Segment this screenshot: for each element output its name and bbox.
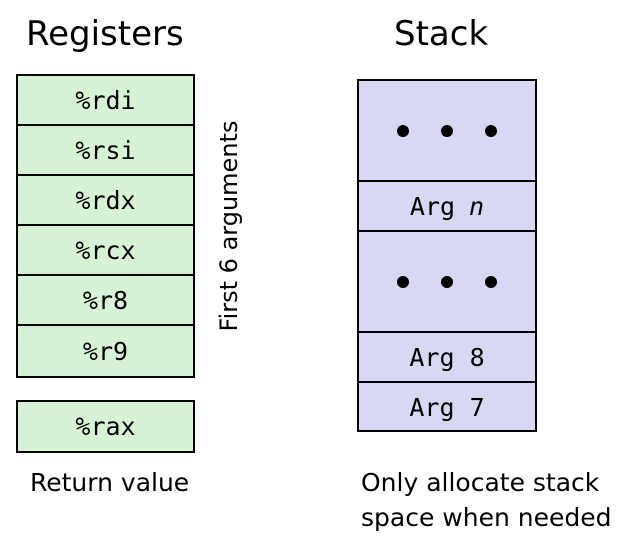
arg-n-variable: n <box>469 191 485 221</box>
ellipsis-icon <box>397 124 497 137</box>
register-r9: %r9 <box>82 336 129 366</box>
dot <box>441 124 453 137</box>
argument-registers: %rdi %rsi %rdx %rcx %r8 %r9 <box>16 74 195 378</box>
register-r8: %r8 <box>18 276 193 326</box>
dot <box>397 275 409 288</box>
stack-caption: Only allocate stack space when needed <box>361 465 611 535</box>
stack-caption-line-2: space when needed <box>361 503 612 532</box>
register-rdi: %rdi <box>18 76 193 126</box>
stack-title: Stack <box>394 14 489 54</box>
stack-ellipsis-top <box>359 81 535 182</box>
stack-ellipsis-middle <box>359 232 535 333</box>
first-six-arguments-label: First 6 arguments <box>215 120 243 332</box>
return-register: %rax <box>16 400 195 453</box>
dot <box>441 275 453 288</box>
dot <box>397 124 409 137</box>
stack-caption-line-1: Only allocate stack <box>361 468 600 497</box>
register-rcx: %rcx <box>18 226 193 276</box>
stack-arg-7: Arg 7 <box>409 393 485 422</box>
dot <box>485 124 497 137</box>
register-rax: %rax <box>75 412 136 441</box>
arg-n-prefix: Arg <box>409 191 456 221</box>
registers-title: Registers <box>26 14 184 54</box>
register-rsi: %rsi <box>18 126 193 176</box>
ellipsis-icon <box>397 275 497 288</box>
stack-arg-8: Arg 8 <box>359 333 535 383</box>
dot <box>485 275 497 288</box>
register-rdx: %rdx <box>18 176 193 226</box>
return-value-caption: Return value <box>30 468 190 497</box>
